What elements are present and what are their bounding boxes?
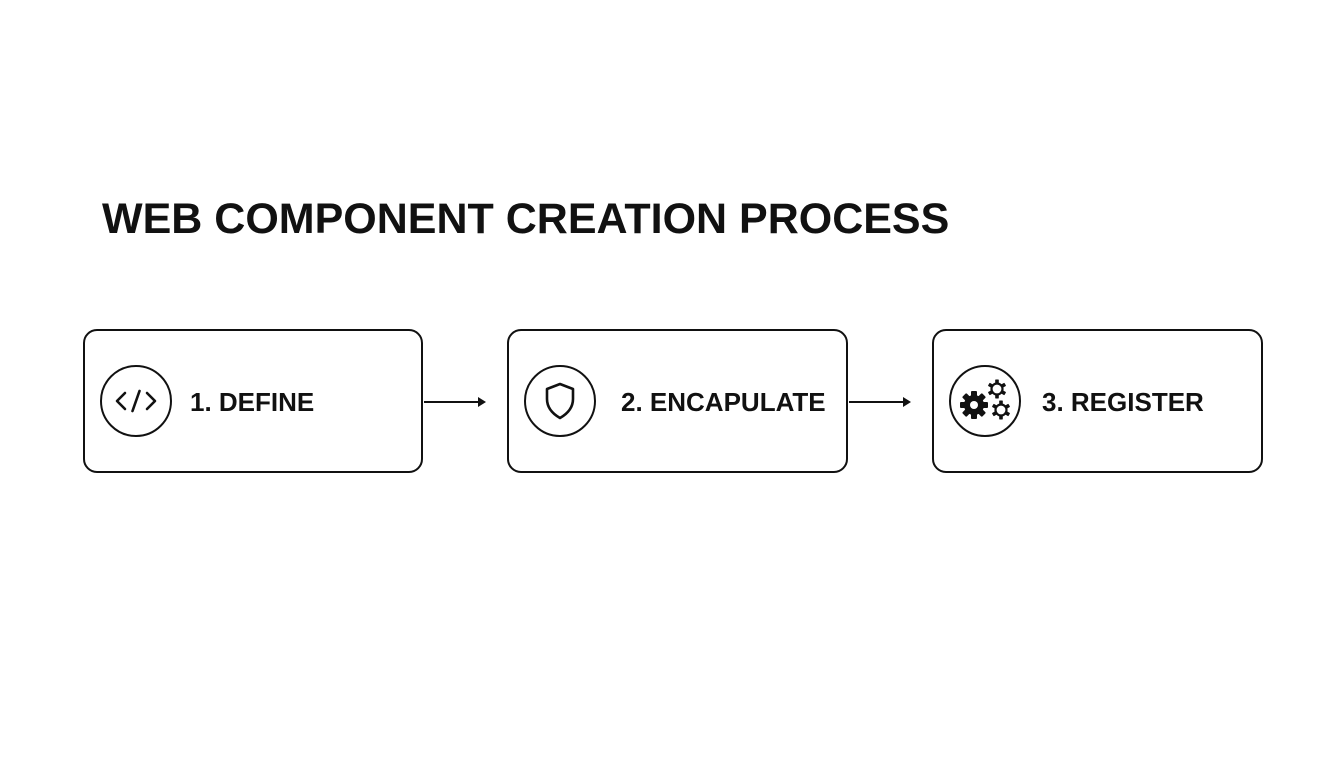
gears-icon <box>949 365 1021 437</box>
step-label-register: 3. REGISTER <box>1042 387 1204 417</box>
arrow-right-icon <box>424 397 486 407</box>
step-label-encapsulate: 2. ENCAPULATE <box>621 387 826 417</box>
step-register: 3. REGISTER <box>932 329 1263 473</box>
shield-icon <box>524 365 596 437</box>
step-encapsulate: 2. ENCAPULATE <box>507 329 848 473</box>
step-define: 1. DEFINE <box>83 329 423 473</box>
diagram-title: WEB COMPONENT CREATION PROCESS <box>102 195 950 243</box>
arrow-right-icon <box>849 397 911 407</box>
code-brackets-icon <box>100 365 172 437</box>
step-label-define: 1. DEFINE <box>190 387 315 417</box>
